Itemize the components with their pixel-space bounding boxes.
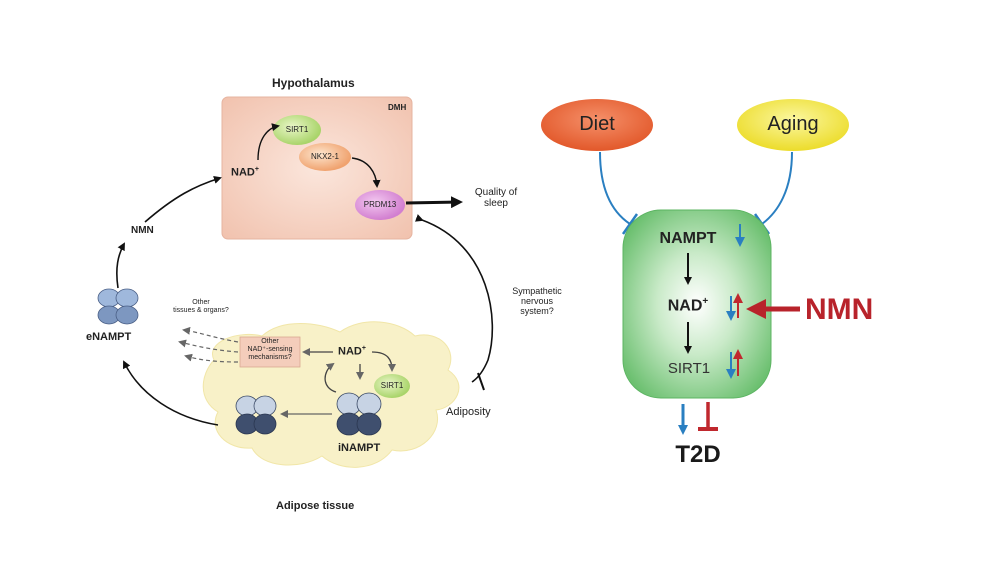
arrow-nad-to-sirt1-adipose [371,351,396,372]
diet-label: Diet [579,113,615,135]
sirt1-label-adipose: SIRT1 [380,381,404,390]
sirt1-label-hypothalamus: SIRT1 [285,125,309,134]
prdm13-ellipse [355,190,405,220]
inampt-label: iNAMPT [338,442,381,454]
aging-label: Aging [767,113,819,135]
inhibition-bar-adiposity [477,372,485,391]
sirt1-ellipse-adipose [374,374,410,398]
diet-ellipse [541,99,653,151]
hypothalamus-title: Hypothalamus [272,76,355,90]
quality-of-sleep-label: Quality of sleep [474,187,518,209]
arrow-nad-to-sirt1 [257,123,280,161]
arrow-enampt-to-nmn [116,242,125,289]
other-mechanisms-label: Other NAD⁺-sensing mechanisms? [247,338,293,362]
secreted-nampt-protein-icon [235,395,277,435]
arrow-prdm-to-sleep [405,196,463,209]
inampt-protein-icon [336,392,382,436]
enampt-protein-icon [97,288,139,325]
nmn-label-right: NMN [805,293,874,326]
aging-inhibition-curve [761,151,793,225]
adiposity-label: Adiposity [446,406,491,418]
nampt-label: NAMPT [659,230,717,247]
nkx21-ellipse [299,143,351,171]
arrow-nkx-to-prdm [351,157,381,188]
enampt-label: eNAMPT [86,331,132,343]
sirt1-ellipse-hypothalamus [273,115,321,145]
diet-inhibition-curve [599,151,631,225]
other-tissues-label: Other tissues & organs? [173,299,229,314]
diet-inhibition-bar [621,213,639,235]
nad-label-right: NAD+ [667,296,709,315]
prdm13-label: PRDM13 [363,200,397,209]
adipose-tissue-title: Adipose tissue [276,500,355,512]
t2d-label: T2D [675,441,721,468]
arrow-inampt-to-nad [324,362,337,393]
sirt1-label-right: SIRT1 [667,360,711,377]
nkx21-label: NKX2-1 [310,152,339,161]
nad-label-adipose: NAD+ [338,345,366,358]
nad-label-hypothalamus: NAD+ [231,166,259,179]
dashed-arrow-other-3 [184,353,239,363]
arrow-adipose-to-enampt [123,360,219,426]
arrow-nmn-to-nad [144,176,222,223]
dashed-arrow-other-1 [182,326,239,343]
dmh-label: DMH [388,103,407,112]
aging-ellipse [737,99,849,151]
nmn-label-left: NMN [131,225,154,236]
sympathetic-label: Sympathetic nervous system? [512,286,562,316]
other-mechanisms-box [239,336,301,368]
